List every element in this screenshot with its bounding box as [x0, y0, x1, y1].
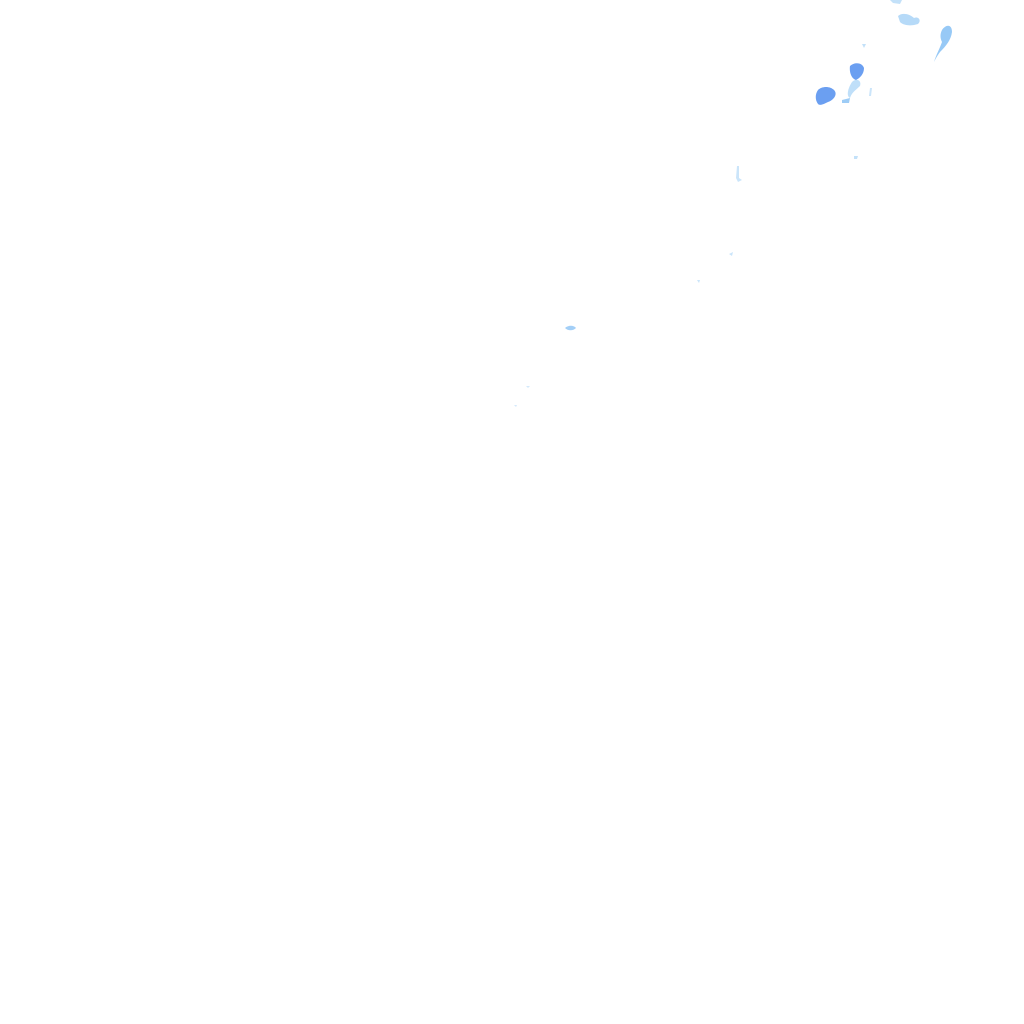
precipitation-cell	[934, 25, 952, 62]
precipitation-cell	[854, 156, 858, 159]
precipitation-cell	[526, 386, 530, 388]
precipitation-cell	[815, 87, 836, 105]
precipitation-cell	[898, 13, 920, 26]
precipitation-cell	[869, 88, 872, 96]
precipitation-cell	[729, 252, 733, 256]
precipitation-cell	[565, 325, 576, 331]
precipitation-cell-cluster-northeast	[815, 0, 952, 105]
precipitation-cell	[697, 280, 700, 283]
precipitation-cell	[847, 79, 861, 98]
precipitation-cell	[842, 98, 850, 103]
precipitation-cell	[849, 63, 864, 80]
precipitation-cell	[862, 44, 866, 48]
precipitation-cell	[890, 0, 902, 4]
precipitation-speckles	[514, 156, 858, 407]
precipitation-cell	[514, 405, 517, 407]
precipitation-cell	[736, 166, 742, 182]
